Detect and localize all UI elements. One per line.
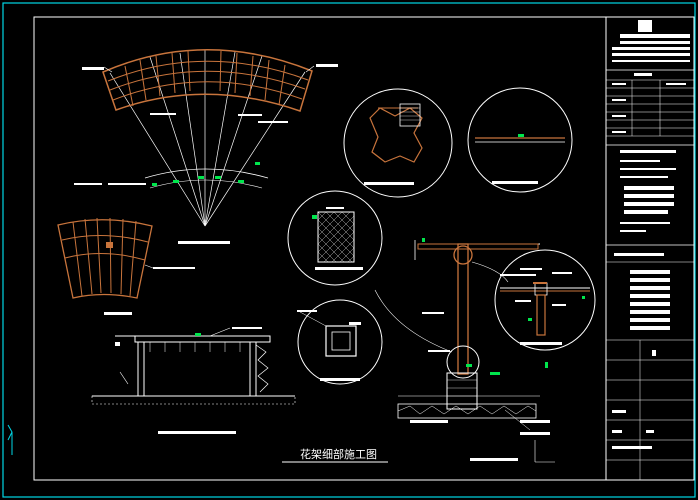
title-block bbox=[605, 17, 694, 480]
edge-marker bbox=[7, 424, 13, 455]
inner-frame bbox=[33, 16, 695, 481]
column-plan-detail bbox=[343, 88, 453, 198]
post-hatch-detail bbox=[287, 190, 383, 286]
joint-detail bbox=[494, 249, 596, 351]
column-base-detail bbox=[297, 299, 383, 385]
fan-plan-view bbox=[74, 49, 338, 244]
column-elevation-view bbox=[374, 238, 555, 463]
beam-detail bbox=[467, 87, 573, 193]
drawing-title: 花架细部施工图 bbox=[300, 447, 377, 461]
pergola-section-view bbox=[91, 327, 296, 434]
fan-detail-view bbox=[57, 217, 195, 315]
